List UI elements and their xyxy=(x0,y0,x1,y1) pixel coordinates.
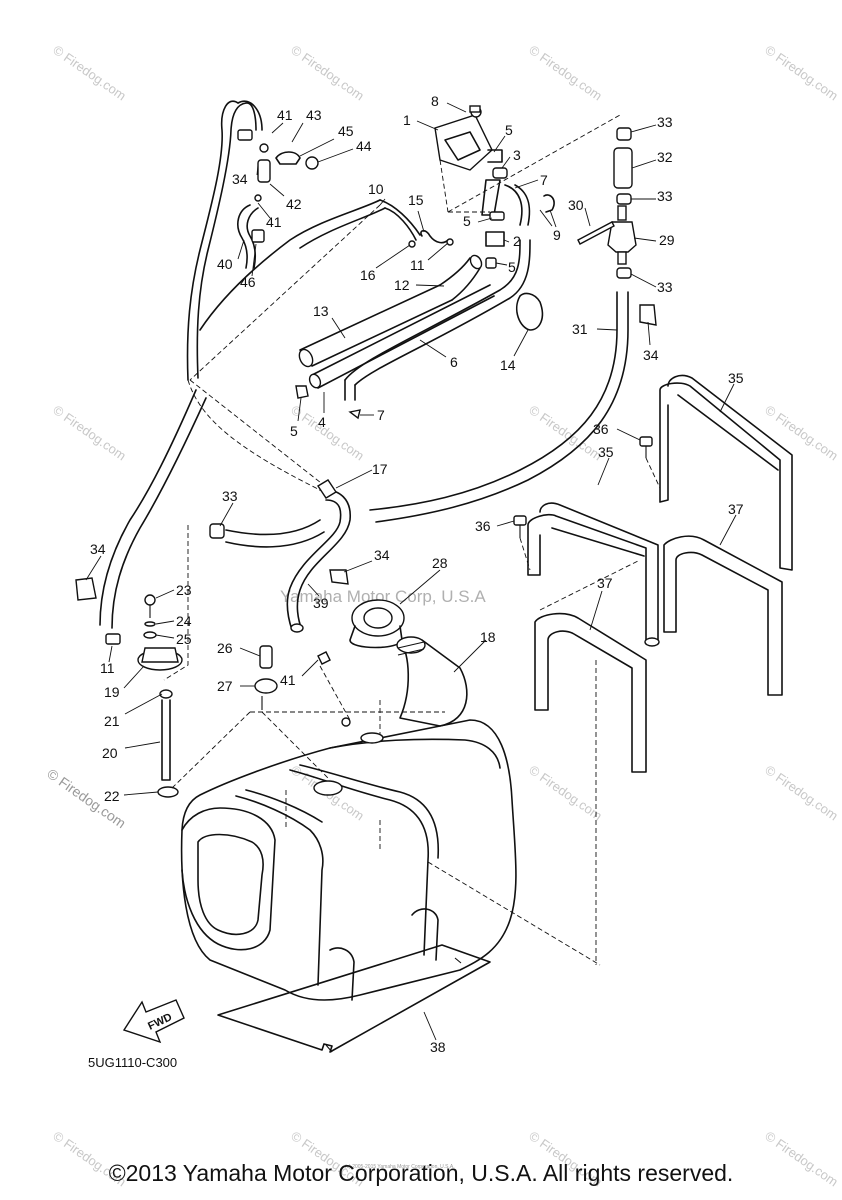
part-label: 34 xyxy=(90,541,106,557)
part-label: 28 xyxy=(432,555,448,571)
fuel-cap-fittings xyxy=(254,599,405,781)
part-label: 41 xyxy=(280,672,296,688)
part-label: 22 xyxy=(104,788,120,804)
part-label: 13 xyxy=(313,303,329,319)
firedog-watermark: © Firedog.com xyxy=(526,42,605,103)
diagram-code: 5UG1110-C300 xyxy=(88,1055,177,1070)
part-label: 43 xyxy=(306,107,322,123)
part-label: 33 xyxy=(222,488,238,504)
part-label: 41 xyxy=(277,107,293,123)
part-label: 34 xyxy=(643,347,659,363)
center-watermark: Yamaha Motor Corp, U.S.A xyxy=(280,587,486,606)
firedog-watermark: © Firedog.com xyxy=(50,42,129,103)
firedog-watermark: © Firedog.com xyxy=(762,762,841,823)
part-label: 30 xyxy=(568,197,584,213)
vent-hose-assembly xyxy=(186,100,331,491)
part-label: 18 xyxy=(480,629,496,645)
part-label: 14 xyxy=(500,357,516,373)
part-label: 19 xyxy=(104,684,120,700)
part-label: 37 xyxy=(728,501,744,517)
part-label: 33 xyxy=(657,279,673,295)
part-labels: 8 1 5 3 7 5 9 2 5 15 10 16 11 12 13 6 14… xyxy=(90,93,744,1055)
part-label: 38 xyxy=(430,1039,446,1055)
part-label: 16 xyxy=(360,267,376,283)
part-label: 23 xyxy=(176,582,192,598)
firedog-watermark: © Firedog.com xyxy=(288,42,367,103)
firedog-watermark: © Firedog.com xyxy=(50,402,129,463)
part-label: 9 xyxy=(553,227,561,243)
part-label: 24 xyxy=(176,613,192,629)
fwd-arrow-icon: FWD xyxy=(122,999,185,1044)
part-label: 36 xyxy=(593,421,609,437)
leader-lines xyxy=(85,102,737,1041)
tank-mat xyxy=(217,944,491,1053)
copyright-notice: ©2013 Yamaha Motor Corporation, U.S.A. A… xyxy=(108,1160,734,1186)
part-label: 11 xyxy=(100,660,115,676)
part-label: 34 xyxy=(374,547,390,563)
part-label: 26 xyxy=(217,640,233,656)
firedog-watermark: © Firedog.com xyxy=(526,762,605,823)
part-label: 32 xyxy=(657,149,673,165)
part-label: 33 xyxy=(657,188,673,204)
part-label: 34 xyxy=(232,171,248,187)
part-label: 46 xyxy=(240,274,256,290)
part-label: 5 xyxy=(508,259,516,275)
part-label: 35 xyxy=(598,444,614,460)
part-label: 27 xyxy=(217,678,233,694)
part-label: 20 xyxy=(102,745,118,761)
part-label: 25 xyxy=(176,631,192,647)
part-label: 17 xyxy=(372,461,388,477)
part-label: 4 xyxy=(318,414,326,430)
part-label: 5 xyxy=(463,213,471,229)
part-label: 12 xyxy=(394,277,410,293)
part-label: 1 xyxy=(403,112,411,128)
part-label: 21 xyxy=(104,713,120,729)
fuel-tank xyxy=(169,636,601,1001)
part-label: 45 xyxy=(338,123,354,139)
fuel-cock-assembly xyxy=(408,105,621,269)
part-label: 42 xyxy=(286,196,302,212)
firedog-watermark: © Firedog.com xyxy=(762,42,841,103)
part-label: 6 xyxy=(450,354,458,370)
fuel-sender-assembly xyxy=(75,389,207,798)
part-label: 40 xyxy=(217,256,233,272)
part-label: 29 xyxy=(659,232,675,248)
part-label: 33 xyxy=(657,114,673,130)
part-label: 36 xyxy=(475,518,491,534)
part-label: 7 xyxy=(377,407,385,423)
part-label: 3 xyxy=(513,147,521,163)
part-label: 39 xyxy=(313,595,329,611)
part-label: 15 xyxy=(408,192,424,208)
part-label: 41 xyxy=(266,214,282,230)
tiny-notice: (c) 2005-2015 Yamaha Motor Corporation, … xyxy=(345,1164,455,1170)
fuel-filter-assembly xyxy=(369,127,657,611)
part-label: 44 xyxy=(356,138,372,154)
part-label: 10 xyxy=(368,181,384,197)
part-label: 37 xyxy=(597,575,613,591)
tank-straps xyxy=(513,374,793,773)
part-label: 8 xyxy=(431,93,439,109)
part-label: 7 xyxy=(540,172,548,188)
part-label: 2 xyxy=(513,233,521,249)
part-label: 35 xyxy=(728,370,744,386)
center-hoses xyxy=(209,479,351,633)
part-label: 5 xyxy=(290,423,298,439)
hose-10 xyxy=(189,199,421,381)
fuel-hoses xyxy=(295,239,544,420)
part-label: 31 xyxy=(572,321,588,337)
part-label: 11 xyxy=(410,257,425,273)
part-label: 5 xyxy=(505,122,513,138)
